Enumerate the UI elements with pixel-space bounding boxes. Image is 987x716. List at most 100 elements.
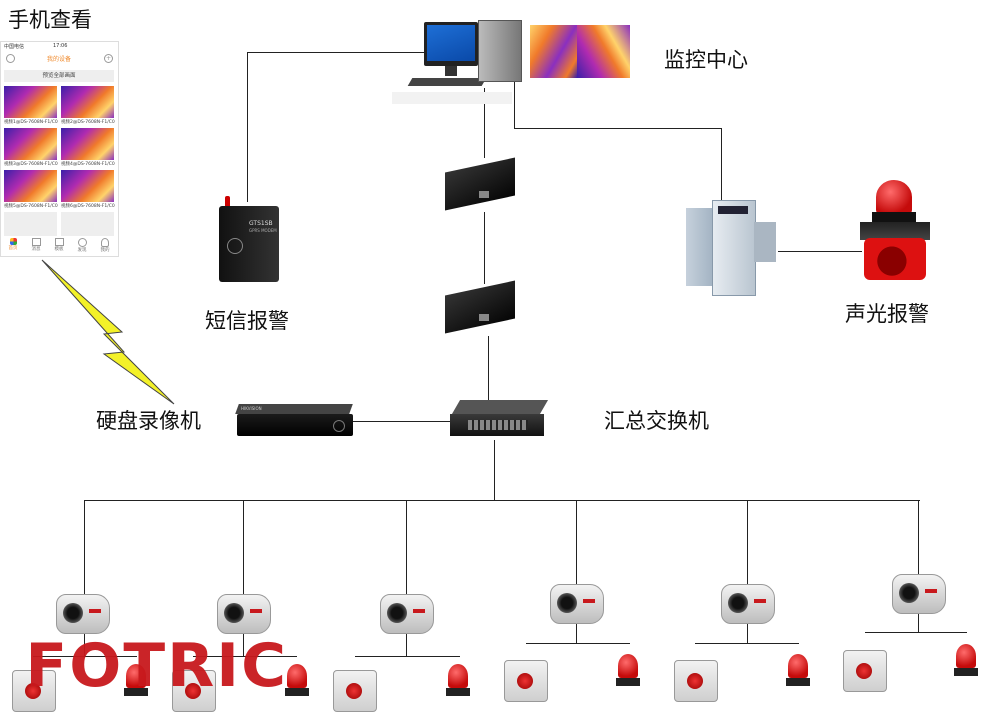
drop-2 — [243, 500, 244, 596]
line-pc-to-converter1 — [484, 88, 485, 158]
branch-5-v — [747, 620, 748, 643]
emergency-button-icon — [674, 660, 718, 702]
thermal-camera-icon — [550, 584, 604, 624]
line-camera-bus — [84, 500, 920, 501]
thumb-6[interactable] — [61, 170, 114, 202]
phone-add-icon[interactable]: + — [104, 54, 113, 63]
drop-5 — [747, 500, 748, 586]
siren-icon — [860, 178, 932, 286]
sms-sub-text: GPRS MODEM — [249, 228, 277, 233]
alarm-beacon-icon — [786, 654, 810, 690]
phone-carrier: 中国电信 — [4, 44, 25, 50]
line-io-down — [721, 128, 722, 200]
phone-screen: 中国电信 17:06 我的设备 + 预览全部画面 视频1@DS-7608N-F1… — [0, 41, 119, 257]
branch-2 — [193, 656, 297, 657]
empty-slot — [61, 212, 114, 236]
io-module-icon — [686, 198, 778, 296]
tab-mine[interactable]: 我的 — [97, 238, 113, 253]
emergency-button-icon — [172, 670, 216, 712]
line-pc-to-sms — [247, 52, 425, 53]
thermal-image-2 — [577, 25, 630, 78]
line-pc-to-io-h — [514, 128, 721, 129]
mobile-label: 手机查看 — [8, 8, 92, 32]
alarm-beacon-icon — [124, 664, 148, 700]
phone-header-title: 我的设备 — [47, 56, 72, 63]
monitor-center-label: 监控中心 — [664, 48, 748, 72]
media-converter-1-icon — [445, 155, 519, 213]
tab-home[interactable]: 首页 — [5, 238, 21, 251]
alarm-beacon-icon — [954, 644, 978, 680]
phone-time: 17:06 — [53, 43, 68, 49]
pc-keyboard-icon — [407, 78, 487, 86]
drop-3 — [406, 500, 407, 596]
switch-label: 汇总交换机 — [604, 409, 709, 433]
pc-monitor-icon — [424, 22, 478, 66]
fotric-logo: FOTRIC — [25, 631, 289, 701]
thumb-2[interactable] — [61, 86, 114, 118]
phone-menu-icon[interactable] — [6, 54, 15, 63]
branch-3 — [355, 656, 460, 657]
switch-icon — [450, 400, 549, 442]
thumb-5[interactable] — [4, 170, 57, 202]
drop-1 — [84, 500, 85, 596]
tab-messages[interactable]: 消息 — [28, 238, 44, 252]
tab-templates[interactable]: 模板 — [51, 238, 67, 252]
branch-4 — [526, 643, 630, 644]
thumb-caption: 视频3@DS-7608N-F1/C0 — [4, 162, 58, 167]
thermal-camera-icon — [721, 584, 775, 624]
branch-1 — [33, 656, 137, 657]
emergency-button-icon — [504, 660, 548, 702]
thumb-caption: 视频5@DS-7608N-F1/C0 — [4, 204, 58, 209]
thumb-caption: 视频6@DS-7608N-F1/C0 — [61, 204, 115, 209]
thermal-camera-icon — [380, 594, 434, 634]
emergency-button-icon — [12, 670, 56, 712]
line-sms-vertical — [247, 52, 248, 202]
thumb-caption: 视频4@DS-7608N-F1/C0 — [61, 162, 115, 167]
phone-tabbar: 首页 消息 模板 发现 我的 — [1, 238, 118, 256]
sms-model-text: GTS1SB — [249, 220, 273, 227]
thermal-image-1 — [530, 25, 577, 78]
thermal-camera-icon — [56, 594, 110, 634]
pc-stand — [445, 66, 457, 76]
line-io-to-siren — [778, 251, 862, 252]
nvr-icon: HIKVISION — [235, 404, 353, 438]
branch-2-v — [243, 630, 244, 656]
drop-4 — [576, 500, 577, 586]
nvr-label: 硬盘录像机 — [96, 409, 201, 433]
alarm-beacon-icon — [446, 664, 470, 700]
branch-1-v — [84, 630, 85, 656]
emergency-button-icon — [843, 650, 887, 692]
thumb-1[interactable] — [4, 86, 57, 118]
line-pc-to-io — [514, 80, 515, 128]
branch-3-v — [406, 630, 407, 656]
thumb-caption: 视频2@DS-7608N-F1/C0 — [61, 120, 115, 125]
thumb-4[interactable] — [61, 128, 114, 160]
alarm-beacon-icon — [616, 654, 640, 690]
thermal-camera-icon — [217, 594, 271, 634]
media-converter-2-icon — [445, 278, 519, 336]
thermal-camera-icon — [892, 574, 946, 614]
branch-6 — [865, 632, 967, 633]
sound-light-alarm-label: 声光报警 — [845, 302, 929, 326]
wireless-lightning-icon — [41, 259, 175, 405]
thumb-3[interactable] — [4, 128, 57, 160]
emergency-button-icon — [333, 670, 377, 712]
line-conv1-conv2 — [484, 212, 485, 284]
drop-6 — [918, 500, 919, 576]
pc-base-shadow — [392, 92, 512, 104]
line-switch-bus — [494, 440, 495, 500]
nvr-brand-text: HIKVISION — [241, 406, 262, 411]
sms-modem-icon: GTS1SB GPRS MODEM — [213, 196, 283, 284]
branch-6-v — [918, 610, 919, 632]
empty-slot — [4, 212, 57, 236]
line-conv2-switch — [488, 336, 489, 404]
line-nvr-switch — [352, 421, 452, 422]
tab-discover[interactable]: 发现 — [74, 238, 90, 253]
thumb-caption: 视频1@DS-7608N-F1/C0 — [4, 120, 58, 125]
pc-tower-icon — [478, 20, 522, 82]
branch-5 — [695, 643, 799, 644]
sms-alarm-label: 短信报警 — [205, 309, 289, 333]
branch-4-v — [576, 620, 577, 643]
preview-all-button[interactable]: 预览全部画面 — [4, 70, 114, 82]
